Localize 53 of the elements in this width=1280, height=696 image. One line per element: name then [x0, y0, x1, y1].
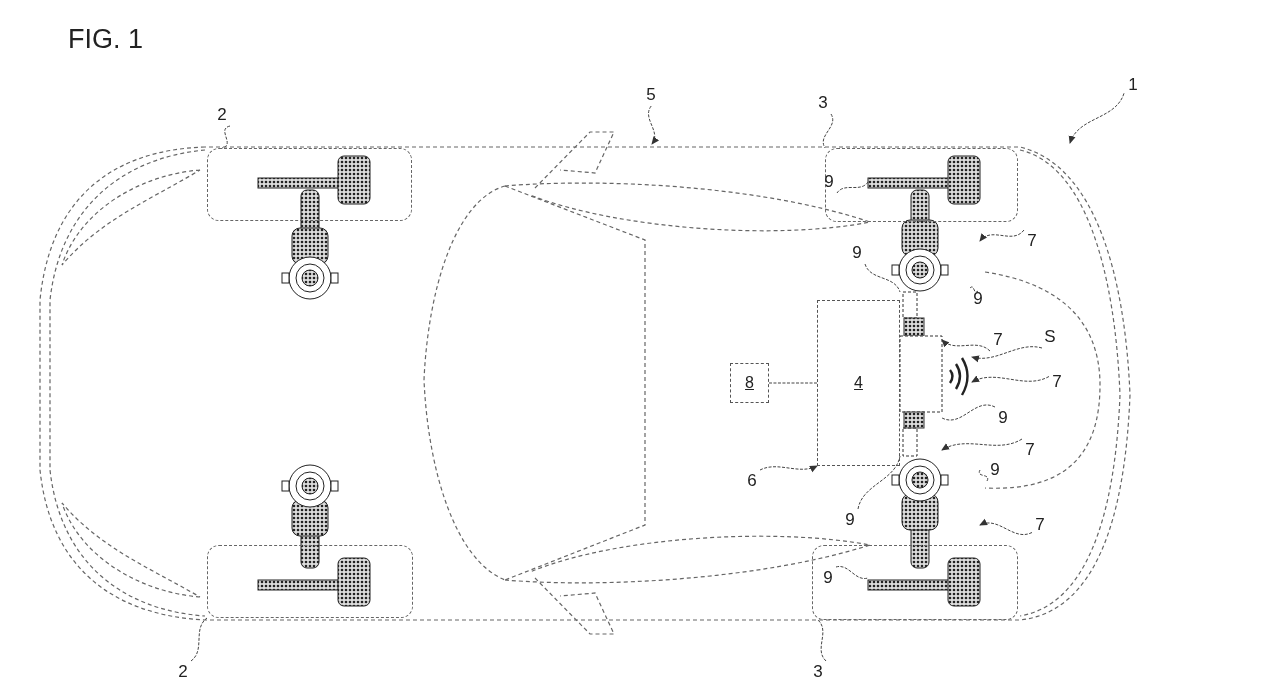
leader-line	[979, 229, 1025, 242]
wheel-hub-assembly-drawing	[867, 458, 981, 607]
wheel-outline	[207, 545, 413, 618]
leader-line	[941, 438, 1023, 451]
callout-number: 9	[998, 408, 1008, 428]
wheel-hub-assembly-drawing	[867, 155, 981, 292]
callout-number: 9	[973, 289, 983, 309]
wheel-outline	[825, 148, 1018, 222]
callout-number: 9	[852, 243, 862, 263]
callout-number: 7	[1052, 372, 1062, 392]
callout-number: 8	[745, 374, 754, 392]
leader-line	[978, 469, 989, 482]
leader-line	[969, 286, 979, 293]
callout-number: 2	[178, 662, 188, 682]
leader-line	[835, 565, 869, 580]
leader-line	[864, 263, 901, 293]
sound-waves-icon	[948, 357, 969, 396]
figure-title: FIG. 1	[68, 24, 143, 55]
connection-line	[768, 382, 818, 384]
callout-number: 7	[993, 330, 1003, 350]
callout-number: 4	[854, 374, 863, 392]
leader-line	[817, 619, 827, 662]
callout-number: 9	[990, 460, 1000, 480]
leader-line	[190, 617, 208, 662]
callout-number: 7	[1035, 515, 1045, 535]
callout-number: 7	[1027, 231, 1037, 251]
leader-line	[971, 346, 1043, 362]
leader-line	[979, 519, 1033, 536]
callout-number: 2	[217, 105, 227, 125]
callout-number: 9	[845, 510, 855, 530]
leader-line	[941, 404, 996, 421]
leader-line	[971, 375, 1050, 383]
leader-line	[1069, 92, 1125, 144]
callout-number: 3	[813, 662, 823, 682]
leader-line	[648, 105, 659, 145]
callout-number: 9	[824, 172, 834, 192]
leader-line	[221, 125, 231, 149]
wheel-outline	[207, 148, 412, 221]
block-box	[817, 300, 900, 466]
callout-number: S	[1044, 327, 1056, 347]
callout-number: 5	[646, 85, 656, 105]
callout-number: 9	[823, 568, 833, 588]
leader-line	[836, 181, 869, 194]
wheel-outline	[812, 545, 1018, 620]
callout-number: 6	[747, 471, 757, 491]
leader-line	[759, 465, 818, 472]
linear-actuator-drawing	[899, 291, 943, 457]
block-box	[730, 363, 769, 403]
leader-line	[822, 113, 834, 149]
callout-number: 1	[1128, 75, 1138, 95]
leader-line	[941, 339, 991, 352]
callout-number: 7	[1025, 440, 1035, 460]
callout-number: 3	[818, 93, 828, 113]
